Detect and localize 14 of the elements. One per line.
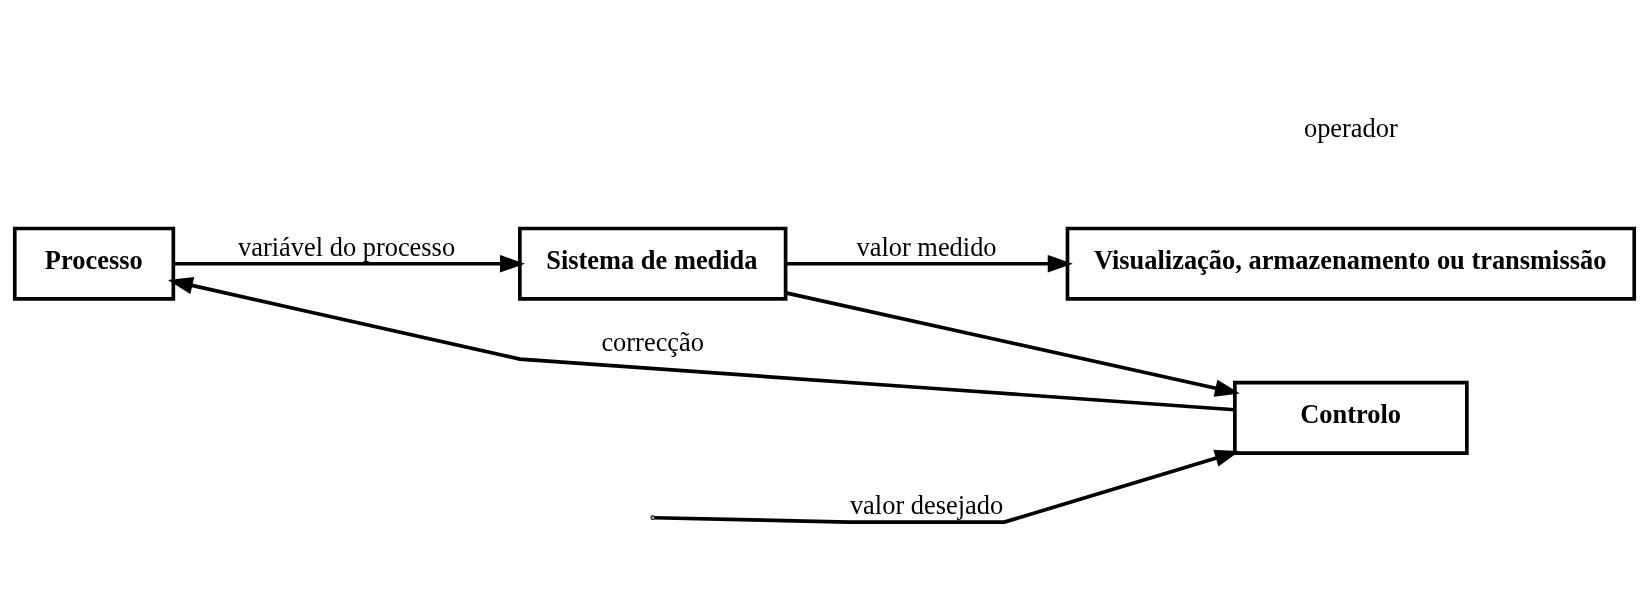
arrow (654, 449, 1240, 524)
label: operador (1303, 112, 1398, 143)
arrow (785, 290, 1240, 397)
node-box: Controlo (1233, 380, 1469, 455)
edge-label: valor desejado (849, 489, 1004, 520)
arrow (785, 254, 1073, 272)
node-box: Sistema de medida (518, 226, 788, 301)
arrow (173, 254, 525, 272)
edge-label: variável do processo (238, 231, 456, 261)
node-box: Processo (12, 226, 176, 301)
node-box: Visualização, armazenamento ou transmissão (1065, 226, 1637, 301)
arrow (167, 276, 1235, 412)
edge-label: correcção (601, 326, 705, 357)
edge-label: valor medido (856, 231, 997, 261)
